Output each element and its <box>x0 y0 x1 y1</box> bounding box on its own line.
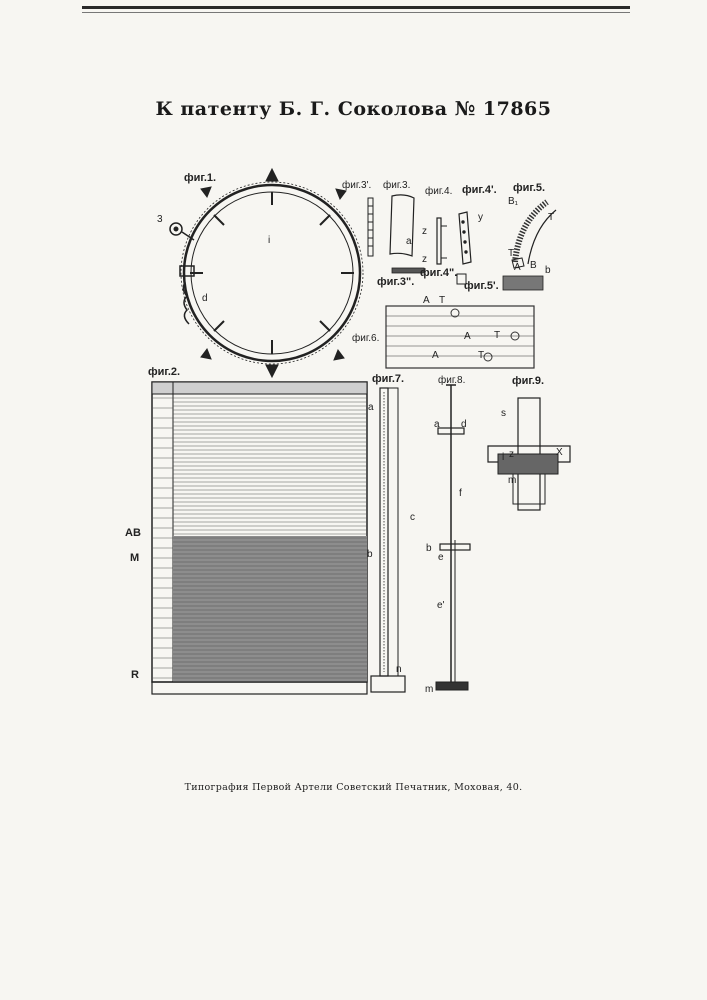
fig7-label: фиг.7. <box>372 373 404 385</box>
fig5-label: фиг.5. <box>513 182 545 194</box>
letter-t-fig5: T <box>548 212 554 223</box>
fig1-ring-drawing <box>170 169 363 377</box>
fig1-label: фиг.1. <box>184 172 216 184</box>
fig4b-label: фиг.4". <box>420 267 457 279</box>
letter-c: c <box>410 512 415 523</box>
letter-three: 3 <box>157 214 163 225</box>
fig8-label: фиг.8. <box>438 375 465 386</box>
letter-z-2: z <box>422 254 427 265</box>
letter-f: f <box>459 488 462 499</box>
letter-x: X <box>556 447 563 458</box>
letter-ab: AB <box>125 527 141 539</box>
fig3b-label: фиг.3". <box>377 276 414 288</box>
letter-t-fig5-b: T <box>508 248 514 259</box>
letter-b-fig2: b <box>367 549 373 560</box>
letter-d-fig8: d <box>461 419 467 430</box>
letter-e: e <box>438 552 444 563</box>
fig7-drawing <box>371 388 405 692</box>
letter-t-fig6-b: T <box>494 330 500 341</box>
letter-m-fig9: m <box>508 475 516 486</box>
letter-a-fig2: a <box>368 402 374 413</box>
letter-b1: B₁ <box>508 196 518 207</box>
letter-a-fig3: a <box>406 236 412 247</box>
letter-e-prime: e' <box>437 600 444 611</box>
fig8-drawing <box>436 385 470 690</box>
letter-i: i <box>268 235 270 246</box>
letter-a-fig6: A <box>423 295 430 306</box>
letter-s: s <box>501 408 506 419</box>
letter-m-upper: M <box>130 552 139 564</box>
letter-t-fig6-c: T <box>478 350 484 361</box>
fig3a-label: фиг.3'. <box>342 180 371 191</box>
letter-i-fig9: i <box>502 452 504 463</box>
fig6-drawing <box>386 306 534 368</box>
fig4-label: фиг.4. <box>425 186 452 197</box>
fig2-label: фиг.2. <box>148 366 180 378</box>
footer-printer: Типография Первой Артели Советский Печат… <box>0 782 707 793</box>
letter-a-fig6-c: A <box>432 350 439 361</box>
letter-r: R <box>131 669 139 681</box>
letter-b-fig8: b <box>426 543 432 554</box>
letter-n: n <box>396 664 402 675</box>
letter-d: d <box>202 293 208 304</box>
fig5a-label: фиг.5'. <box>464 280 499 292</box>
letter-z-fig9: z <box>509 449 514 460</box>
letter-t-fig6: T <box>439 295 445 306</box>
letter-b-small: b <box>545 265 551 276</box>
letter-m-fig8: m <box>425 684 433 695</box>
letter-a-fig8: a <box>434 419 440 430</box>
fig9-label: фиг.9. <box>512 375 544 387</box>
letter-z-1: z <box>422 226 427 237</box>
letter-y: y <box>478 212 483 223</box>
fig3-drawing <box>368 195 424 273</box>
fig4a-label: фиг.4'. <box>462 184 497 196</box>
letter-a-fig5: A <box>514 262 521 273</box>
letter-b-fig5: B <box>530 260 537 271</box>
fig6-label: фиг.6. <box>352 333 379 344</box>
letter-a-fig6-b: A <box>464 331 471 342</box>
fig3-label: фиг.3. <box>383 180 410 191</box>
